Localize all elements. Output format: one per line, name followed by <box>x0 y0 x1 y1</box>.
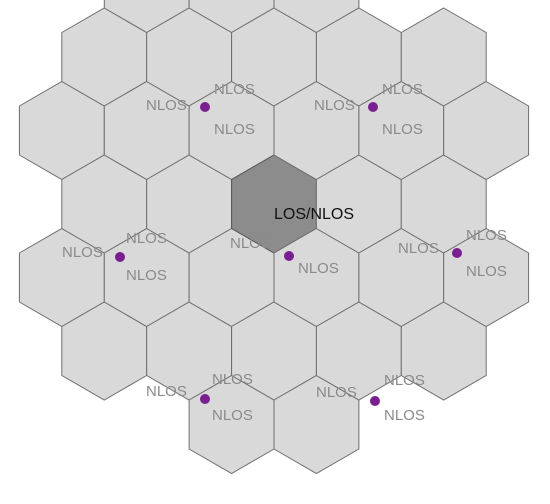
nlos-label: NLOS <box>126 230 167 247</box>
nlos-label: NLOS <box>466 263 507 280</box>
hex-cells <box>18 0 530 475</box>
nlos-label: NLOS <box>214 81 255 98</box>
nlos-label: NLOS <box>230 235 271 252</box>
nlos-label: NLOS <box>146 383 187 400</box>
base-station-dot <box>284 251 294 261</box>
nlos-label: NLOS <box>316 384 357 401</box>
base-station-dot <box>200 102 210 112</box>
base-station-dot <box>200 394 210 404</box>
nlos-label: NLOS <box>146 97 187 114</box>
nlos-label: NLOS <box>298 260 339 277</box>
nlos-label: NLOS <box>126 267 167 284</box>
nlos-label: NLOS <box>214 121 255 138</box>
base-station-dot <box>368 102 378 112</box>
base-station-dot <box>370 396 380 406</box>
nlos-label: NLOS <box>314 97 355 114</box>
cell-labels: NLOS NLOS NLOS NLOS NLOS NLOS NLOS NLOS … <box>62 81 507 424</box>
nlos-label: NLOS <box>384 372 425 389</box>
nlos-label: NLOS <box>382 81 423 98</box>
nlos-label: NLOS <box>212 371 253 388</box>
nlos-label: NLOS <box>382 121 423 138</box>
base-station-dot <box>452 248 462 258</box>
hex-cell <box>443 227 530 328</box>
nlos-label: NLOS <box>398 240 439 257</box>
nlos-label: NLOS <box>62 244 103 261</box>
hex-cell <box>443 80 530 181</box>
base-stations <box>115 102 462 406</box>
center-label: LOS/NLOS <box>274 206 354 223</box>
base-station-dot <box>115 252 125 262</box>
nlos-label: NLOS <box>212 407 253 424</box>
nlos-label: NLOS <box>384 407 425 424</box>
nlos-label: NLOS <box>466 227 507 244</box>
